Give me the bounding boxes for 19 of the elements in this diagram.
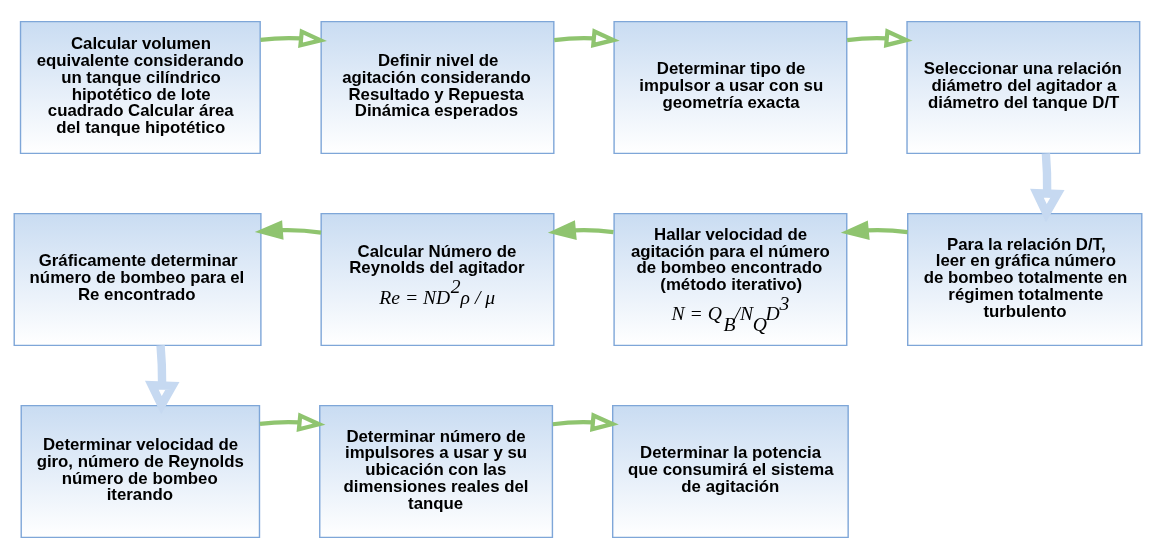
node-box: Seleccionar una relación diámetro del agitador a diámetro del tanque D/T xyxy=(906,20,1141,154)
arrow xyxy=(1030,152,1065,222)
arrow xyxy=(840,219,908,240)
arrow xyxy=(552,411,619,432)
node-box: Determinar número de impulsores a usar y su ubicación con las dimensiones reales del tanque xyxy=(319,404,554,538)
arrow xyxy=(846,27,913,48)
node-box: Calcular volumen equivalente considerando un tanque cilíndrico hipotético de lote cuadrado Calcular área del tanque hipotético xyxy=(19,20,261,154)
arrow xyxy=(547,219,614,240)
arrow xyxy=(145,344,180,414)
arrow xyxy=(553,27,620,48)
node-box: Determinar la potencia que consumirá el sistema de agitación xyxy=(612,404,849,538)
node-box: Definir nivel de agitación considerando Resultado y Repuesta Dinámica esperados xyxy=(320,20,555,154)
node-box: Determinar tipo de impulsor a usar con su geometría exacta xyxy=(613,20,848,154)
arrow xyxy=(260,27,327,48)
node-box: Para la relación D/T, leer en gráfica número de bombeo totalmente en régimen totalmente turbulento xyxy=(907,212,1143,346)
arrow xyxy=(254,219,322,240)
arrow xyxy=(259,411,326,432)
node-box: Gráficamente determinar número de bombeo para el Re encontrado xyxy=(13,212,262,346)
node-box: Determinar velocidad de giro, número de Reynolds número de bombeo iterando xyxy=(20,404,261,538)
